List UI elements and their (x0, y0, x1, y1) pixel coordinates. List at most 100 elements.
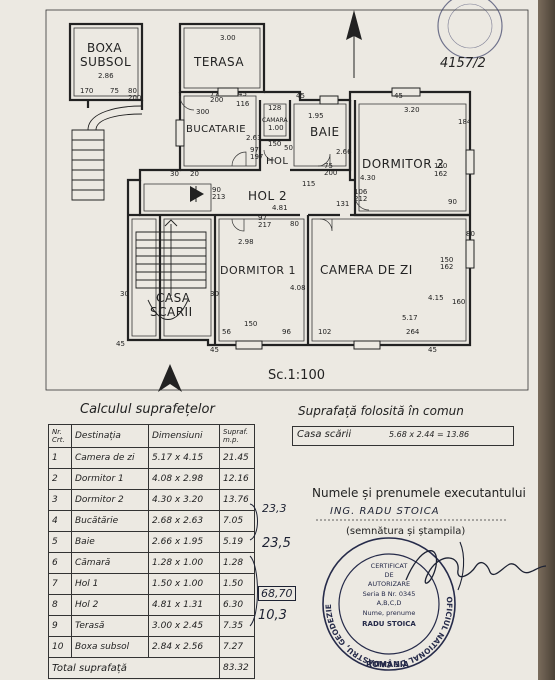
dim-text: 97 (250, 146, 259, 154)
dim-text: 150 (434, 162, 447, 170)
dim-text: 4.30 (360, 174, 376, 182)
page-edge-shadow (538, 0, 555, 680)
room-label-baie: BAIE (310, 125, 340, 139)
header-destinatia: Destinația (71, 424, 149, 448)
dim-text: 150 (268, 140, 281, 148)
dim-text: 264 (406, 328, 420, 336)
dim-text: 4.81 (272, 204, 288, 212)
row-destinatia: Cămară (71, 552, 149, 574)
dim-text: 2.66 (336, 148, 352, 156)
stamp-line: A,B,C,D (377, 599, 402, 607)
row-nr: 2 (48, 468, 72, 490)
dim-text: 4.08 (290, 284, 306, 292)
handwritten-reference: 4157/2 (440, 56, 486, 71)
room-label-subsol: SUBSOL (80, 55, 131, 69)
stamp-line: AUTORIZARE (368, 580, 410, 588)
dim-text: 45 (296, 92, 305, 100)
common-surface-box: Casa scării 5.68 x 2.44 = 13.86 (292, 426, 514, 446)
row-dimensiuni: 3.00 x 2.45 (148, 615, 220, 637)
dim-text: 4.15 (428, 294, 444, 302)
surface-table-title: Calculul suprafețelor (80, 402, 215, 417)
dim-text: 30 (120, 290, 129, 298)
row-destinatia: Dormitor 1 (71, 468, 149, 490)
dim-text: 75 (110, 87, 119, 95)
dim-text: 217 (258, 221, 271, 229)
row-suprafata: 21.45 (219, 447, 255, 469)
north-arrow-icon (346, 10, 362, 40)
header-nr-1: Nr. (52, 428, 62, 436)
stamp-country: ROMÂNIA (366, 658, 410, 669)
dim-text: 90 (212, 186, 221, 194)
header-suprafata-1: Supraf. (223, 428, 249, 436)
row-destinatia: Terasă (71, 615, 149, 637)
dim-text: 45 (210, 346, 219, 354)
dim-text: 77 (210, 90, 219, 98)
dim-text: 115 (302, 180, 315, 188)
authorization-stamp: OFICIUL NATIONAL DE CADASTRU, GEODEZIE S… (314, 534, 456, 671)
dim-text: 170 (80, 87, 93, 95)
door-swings (179, 95, 370, 232)
room-label-hol: HOL (266, 156, 288, 167)
dim-text: 96 (282, 328, 291, 336)
dim-text: 162 (434, 170, 447, 178)
interior-stairs (135, 219, 207, 320)
row-nr: 6 (48, 552, 72, 574)
plan-frame (45, 9, 529, 391)
plan-walls (68, 22, 472, 347)
row-dimensiuni: 4.08 x 2.98 (148, 468, 220, 490)
stamp-line: Seria B Nr. 0345 (363, 590, 416, 598)
table-header-row: Nr.Crt. Destinația Dimensiuni Supraf.m.p… (48, 424, 255, 448)
dim-text: 90 (448, 198, 457, 206)
dim-text: 2.86 (98, 72, 114, 80)
dim-text: 2.98 (238, 238, 254, 246)
stamp-line: DE (384, 571, 393, 579)
dim-text: 20 (190, 170, 199, 178)
row-destinatia: Boxa subsol (71, 636, 149, 658)
dim-text: 102 (318, 328, 331, 336)
room-label-camara: CAMARA (262, 117, 289, 124)
dim-text: 106 (354, 188, 368, 196)
row-nr: 5 (48, 531, 72, 553)
room-label-terasa: TERASA (193, 55, 244, 69)
dim-text: 150 (244, 320, 257, 328)
signature-label: (semnătura și ștampila) (346, 526, 466, 537)
row-dimensiuni: 1.28 x 1.00 (148, 552, 220, 574)
row-nr: 1 (48, 447, 72, 469)
dim-text: 3.00 (220, 34, 236, 42)
row-dimensiuni: 4.81 x 1.31 (148, 594, 220, 616)
entrance-arrow-icon (158, 364, 182, 392)
dim-text: 45 (428, 346, 437, 354)
row-nr: 10 (48, 636, 72, 658)
dim-text: 184 (458, 118, 472, 126)
dim-text: 30 (170, 170, 179, 178)
executant-title: Numele și prenumele executantului (312, 486, 526, 500)
header-dimensiuni: Dimensiuni (148, 424, 220, 448)
room-label-boxa: BOXA (87, 41, 122, 55)
dim-text: 5.17 (402, 314, 418, 322)
row-nr: 7 (48, 573, 72, 595)
windows (175, 87, 475, 350)
dim-text: 97 (258, 214, 267, 222)
row-dimensiuni: 2.66 x 1.95 (148, 531, 220, 553)
surface-table: Nr.Crt. Destinația Dimensiuni Supraf.m.p… (48, 424, 255, 679)
pen-braces (249, 503, 258, 627)
dim-text: 116 (236, 100, 250, 108)
row-dimensiuni: 2.68 x 2.63 (148, 510, 220, 532)
plan-thin-lines (73, 27, 467, 342)
dim-text: 56 (222, 328, 231, 336)
dim-text: 80 (290, 220, 299, 228)
pen-annotation: 10,3 (258, 608, 287, 623)
row-destinatia: Hol 1 (71, 573, 149, 595)
row-suprafata: 12.16 (219, 468, 255, 490)
row-nr: 9 (48, 615, 72, 637)
plan-markers (158, 10, 362, 392)
room-label-scarii: SCARII (150, 305, 193, 319)
dim-text: 300 (196, 108, 209, 116)
